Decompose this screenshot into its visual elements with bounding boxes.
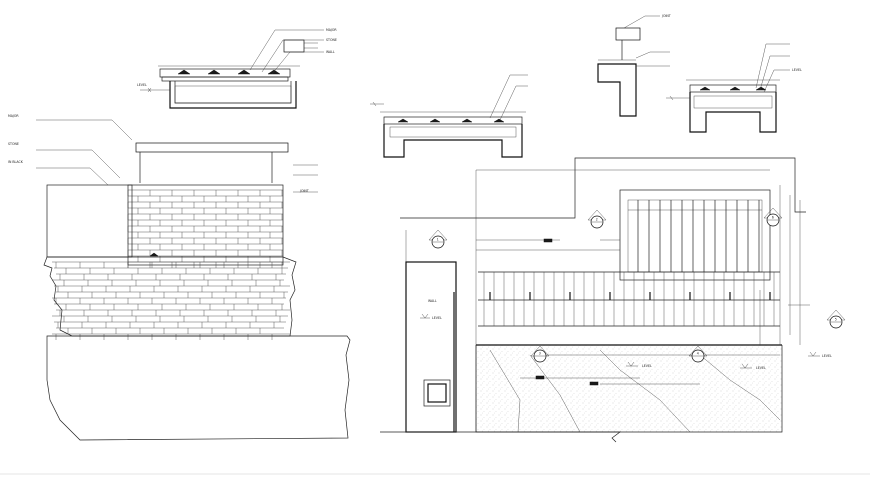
callout-top-4: JOINT	[661, 14, 671, 18]
section-marker-4: 4	[688, 345, 708, 363]
left-level-label: LEVEL	[137, 83, 147, 87]
level-label-2: LEVEL	[756, 366, 766, 370]
level-label-3: LEVEL	[822, 354, 832, 358]
section-marker-label: 3	[539, 352, 541, 356]
section-marker-1: 1	[428, 229, 448, 249]
section-detail-far-right	[666, 79, 780, 133]
stone-wall-elevation	[36, 119, 351, 441]
section-marker-group: 1 2 3 4 5 6	[428, 207, 846, 363]
level-markers: LEVEL LEVEL LEVEL LEVEL	[420, 313, 832, 370]
section-marker-6: 6	[763, 207, 783, 227]
callout-major: MAJOR	[8, 114, 19, 118]
callout-top-1: MAJOR	[326, 28, 337, 32]
inner-wall-label: WALL	[428, 299, 437, 303]
top-callouts: MAJOR STONE WALL JOINT LEVEL	[249, 14, 802, 121]
section-marker-2: 2	[587, 209, 607, 229]
callout-in-black: IN BLACK	[8, 160, 24, 164]
section-marker-label: 4	[697, 352, 699, 356]
callout-top-3: WALL	[326, 50, 335, 54]
section-marker-label: 6	[772, 216, 774, 220]
section-detail-top-right-small	[597, 27, 641, 117]
section-marker-label: 1	[437, 238, 439, 242]
section-detail-top-left: LEVEL	[137, 39, 318, 109]
pergola-elevation: WALL	[380, 157, 810, 443]
callout-top-5: LEVEL	[792, 68, 802, 72]
section-detail-top-center	[370, 101, 526, 158]
level-label-1: LEVEL	[642, 364, 652, 368]
section-marker-3: 3	[530, 345, 550, 363]
section-marker-5: 5	[826, 309, 846, 329]
left-callouts: MAJOR STONE IN BLACK JOINT	[8, 114, 309, 193]
callout-stone: STONE	[8, 142, 19, 146]
level-label-4: LEVEL	[432, 316, 442, 320]
section-marker-label: 2	[596, 218, 598, 222]
callout-top-2: STONE	[326, 38, 337, 42]
callout-joint: JOINT	[299, 189, 309, 193]
section-marker-label: 5	[835, 318, 837, 322]
